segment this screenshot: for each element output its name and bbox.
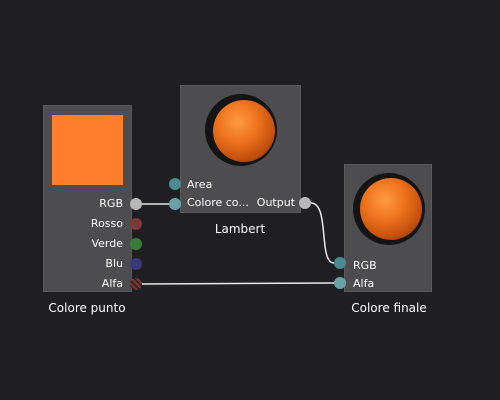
- input-port-diffuse-color[interactable]: [169, 198, 181, 210]
- output-label-alpha: Alfa: [101, 277, 123, 290]
- lambert-output-label: Output: [256, 196, 295, 209]
- lambert-output-port[interactable]: [299, 197, 311, 209]
- final-color-node-title: Colore finale: [351, 301, 427, 315]
- lambert-node[interactable]: [180, 85, 301, 213]
- input-port-area[interactable]: [169, 178, 181, 190]
- output-port-rgb[interactable]: [130, 198, 142, 210]
- final-input-label-alpha: Alfa: [353, 277, 375, 290]
- output-port-blue[interactable]: [130, 258, 142, 270]
- output-port-red[interactable]: [130, 218, 142, 230]
- input-label-diffuse-color: Colore co...: [187, 196, 249, 209]
- final-input-port-rgb[interactable]: [334, 257, 346, 269]
- final-input-port-alpha[interactable]: [334, 277, 346, 289]
- wire-alpha-to-alpha: [141, 282, 335, 285]
- lambert-node-title: Lambert: [214, 222, 266, 236]
- input-label-area: Area: [187, 178, 213, 191]
- output-port-alpha[interactable]: [130, 278, 142, 290]
- point-color-node-title: Colore punto: [48, 301, 126, 315]
- final-preview-sphere: [360, 178, 422, 240]
- output-port-green[interactable]: [130, 238, 142, 250]
- output-label-red: Rosso: [90, 217, 123, 230]
- output-label-rgb: RGB: [99, 197, 123, 210]
- output-label-green: Verde: [91, 237, 123, 250]
- output-label-blue: Blu: [105, 257, 123, 270]
- color-swatch: [52, 115, 123, 185]
- final-input-label-rgb: RGB: [353, 259, 377, 272]
- point-color-node[interactable]: [43, 105, 132, 292]
- wire-output-to-rgb: [310, 202, 335, 264]
- lambert-preview-sphere: [213, 100, 275, 162]
- final-color-node[interactable]: [344, 164, 432, 292]
